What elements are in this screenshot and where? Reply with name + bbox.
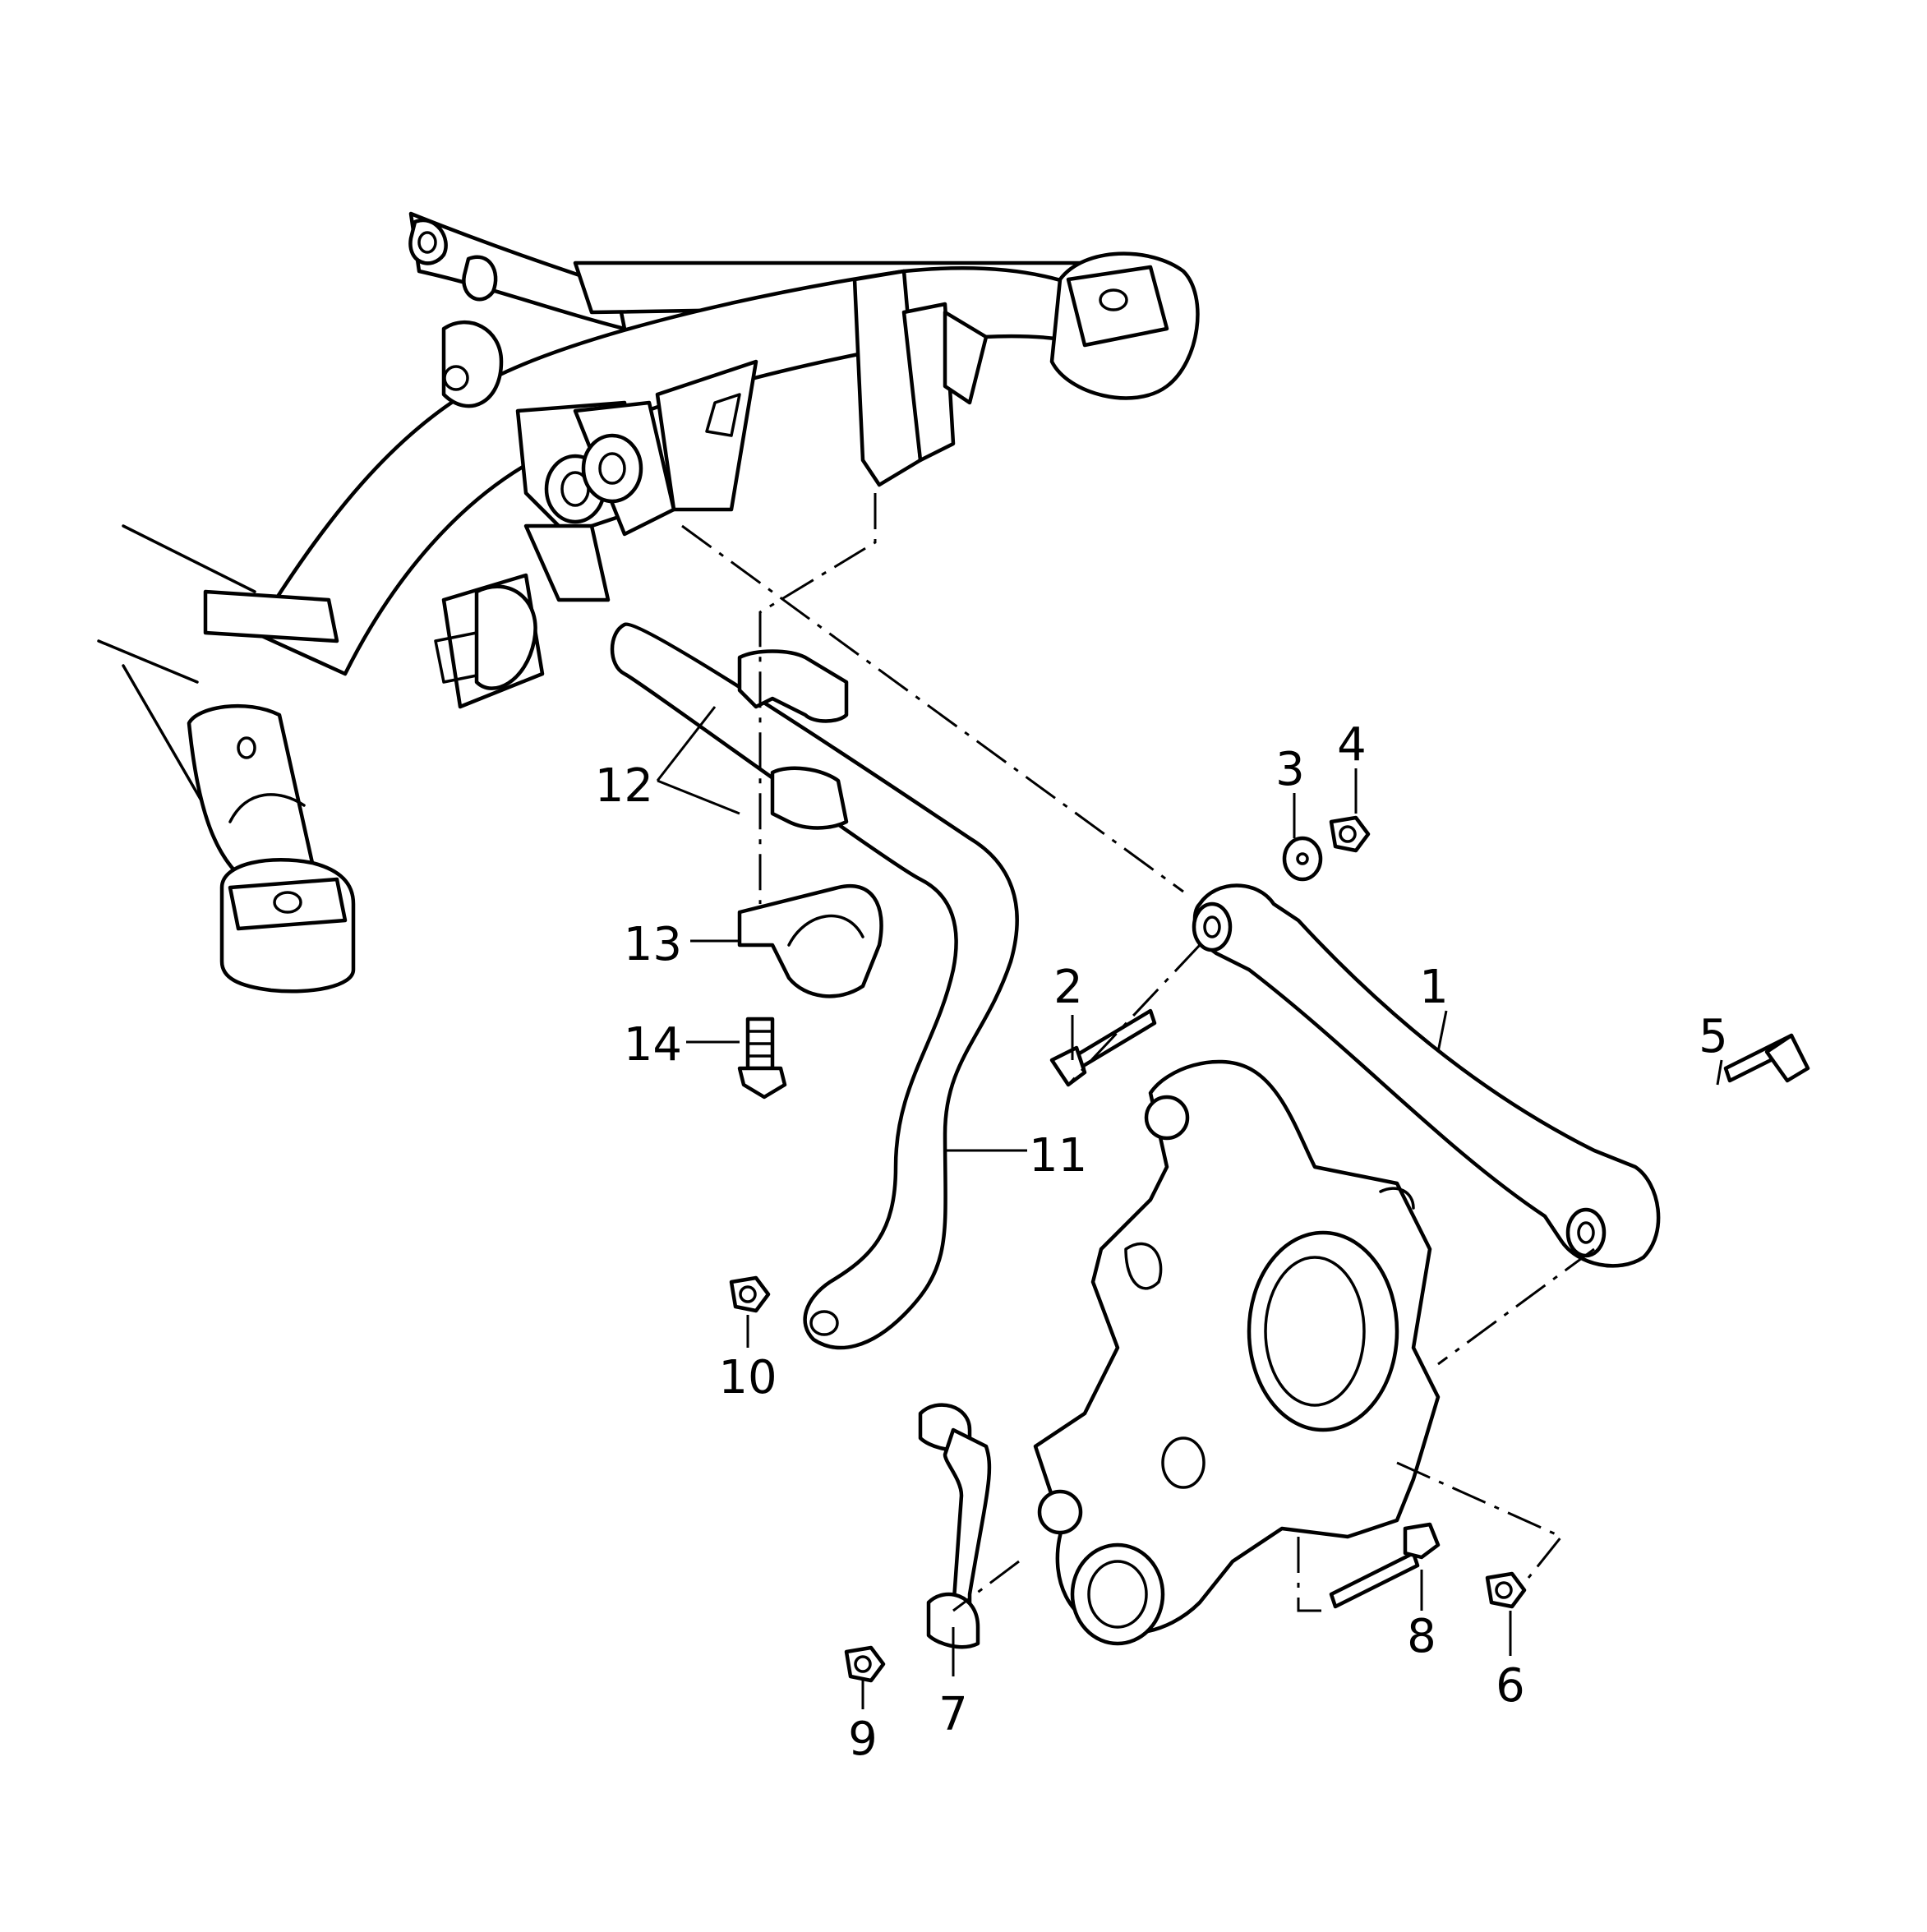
nut-4 [1329, 815, 1371, 853]
wheel-bearing-housing [1033, 1059, 1441, 1646]
callout-10: 10 [718, 1351, 777, 1404]
leader-lines [656, 706, 1723, 1709]
washer-3 [1282, 836, 1323, 882]
nut-6 [1485, 1571, 1527, 1609]
callout-12: 12 [595, 759, 653, 813]
anti-roll-bar [610, 622, 1019, 1350]
callout-14: 14 [624, 1018, 682, 1072]
rear-subframe [97, 211, 1200, 994]
callout-7: 7 [938, 1688, 968, 1741]
bolt-5 [1723, 1033, 1810, 1083]
nut-9 [844, 1645, 886, 1683]
coupling-rod [918, 1403, 992, 1649]
callout-13: 13 [624, 918, 682, 971]
nut-10 [729, 1275, 771, 1313]
bushing [737, 649, 849, 830]
callout-5: 5 [1699, 1010, 1728, 1063]
callout-3: 3 [1275, 743, 1305, 796]
callout-11: 11 [1029, 1129, 1087, 1183]
callout-1: 1 [1419, 961, 1449, 1014]
callout-9: 9 [848, 1713, 878, 1766]
anti-roll-bar-clamp [737, 883, 883, 998]
clamp-bolt [737, 1017, 787, 1100]
callout-2: 2 [1053, 961, 1083, 1014]
callout-labels: 1 2 3 4 5 6 7 8 9 10 11 12 13 14 [595, 718, 1728, 1766]
bolt-2 [1049, 1008, 1157, 1087]
bolt-8 [1329, 1522, 1441, 1609]
callout-8: 8 [1407, 1610, 1436, 1663]
lateral-link [1192, 883, 1661, 1268]
alignment-lines [681, 493, 1595, 1612]
callout-6: 6 [1496, 1659, 1525, 1713]
callout-4: 4 [1337, 718, 1367, 772]
